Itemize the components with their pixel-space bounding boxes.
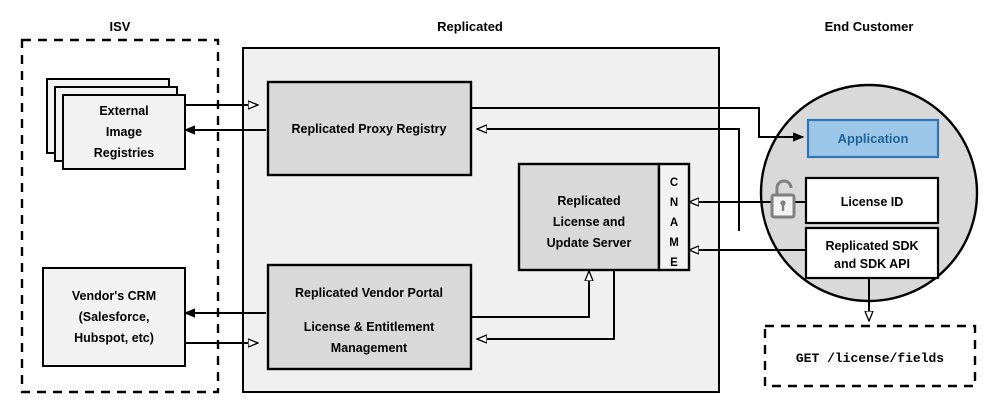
- vendors-crm-box: [42, 267, 186, 367]
- unlocked-padlock-icon: [770, 179, 796, 219]
- vendor-portal-label-line3: Management: [331, 341, 408, 355]
- registries-label-line1: External: [99, 104, 148, 118]
- isv-zone-border: [20, 38, 220, 394]
- connector-proxy-to-application: [471, 107, 803, 137]
- zone-isv: ISV: [20, 19, 220, 394]
- node-vendors-crm[interactable]: Vendor's CRM (Salesforce, Hubspot, etc): [42, 267, 186, 367]
- node-replicated-vendor-portal[interactable]: Replicated Vendor Portal License & Entit…: [266, 263, 473, 371]
- node-replicated-license-server[interactable]: Replicated License and Update Server: [517, 162, 661, 272]
- license-server-label-line1: Replicated: [557, 194, 620, 208]
- node-license-id[interactable]: License ID: [804, 176, 940, 225]
- end-customer-zone-label: End Customer: [825, 19, 914, 34]
- api-request-border: [763, 324, 977, 388]
- replicated-sdk-label-line1: Replicated SDK: [825, 239, 918, 253]
- node-cname[interactable]: C N A M E: [657, 162, 691, 272]
- vendor-portal-label-line1: Replicated Vendor Portal: [295, 286, 443, 300]
- isv-zone-label: ISV: [110, 19, 131, 34]
- cname-box: [657, 162, 691, 272]
- connectors: [181, 105, 869, 343]
- replicated-zone-label: Replicated: [437, 19, 503, 34]
- registries-label-line3: Registries: [94, 146, 154, 160]
- license-id-label: License ID: [841, 195, 904, 209]
- vendors-crm-label-line3: Hubspot, etc): [74, 331, 154, 345]
- connector-licenseserver-to-vendorportal: [477, 268, 615, 339]
- proxy-registry-box: [266, 80, 473, 177]
- connector-vendorportal-to-licenseserver: [471, 271, 589, 318]
- registries-label-line2: Image: [106, 125, 142, 139]
- node-api-request[interactable]: GET /license/fields: [763, 324, 977, 388]
- license-server-box: [517, 162, 661, 272]
- node-replicated-sdk[interactable]: Replicated SDK and SDK API: [804, 226, 940, 280]
- replicated-sdk-box: [804, 226, 940, 280]
- cname-letter-m: M: [669, 237, 679, 249]
- application-box: [806, 118, 940, 159]
- registry-card-front: [62, 94, 186, 170]
- cname-letter-n: N: [670, 197, 678, 209]
- connector-application-to-proxy: [477, 129, 740, 231]
- vendor-portal-label-line2: License & Entitlement: [304, 320, 435, 334]
- vendors-crm-label-line2: (Salesforce,: [79, 310, 150, 324]
- proxy-registry-label: Replicated Proxy Registry: [292, 122, 447, 136]
- vendor-portal-box: [266, 263, 473, 371]
- license-id-box: [804, 176, 940, 225]
- node-replicated-proxy-registry[interactable]: Replicated Proxy Registry: [266, 80, 473, 177]
- license-server-label-line2: License and: [553, 215, 625, 229]
- cname-letter-c: C: [670, 177, 678, 189]
- node-external-image-registries[interactable]: External Image Registries: [46, 78, 186, 170]
- api-request-label: GET /license/fields: [796, 351, 944, 366]
- cname-letter-a: A: [670, 217, 678, 229]
- cname-letter-e: E: [670, 257, 678, 269]
- application-label: Application: [838, 131, 909, 146]
- node-application[interactable]: Application: [806, 118, 940, 159]
- license-server-label-line3: Update Server: [547, 236, 632, 250]
- replicated-sdk-label-line2: and SDK API: [834, 257, 910, 271]
- vendors-crm-label-line1: Vendor's CRM: [72, 289, 156, 303]
